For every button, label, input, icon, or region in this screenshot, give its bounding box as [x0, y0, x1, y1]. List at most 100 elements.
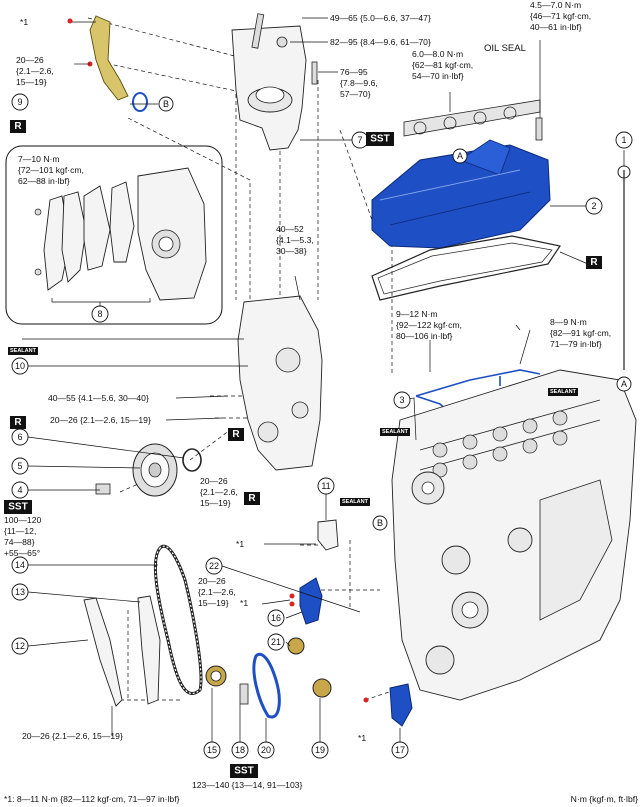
chain-guide-parts — [83, 595, 161, 707]
torque-spec-line: 15—19} — [16, 77, 47, 87]
torque-spec-line: 20—26 {2.1—2.6, 15—19} — [50, 415, 151, 425]
torque-spec-line: 57—70} — [340, 89, 371, 99]
leader-lines — [22, 17, 625, 742]
callout-22: 22 — [205, 557, 223, 575]
torque-spec-line: 54—70 in·lbf} — [412, 71, 464, 81]
engine-mount-part — [231, 13, 318, 151]
svg-text:SST: SST — [234, 766, 253, 777]
svg-text:SST: SST — [8, 502, 27, 513]
svg-text:B: B — [377, 518, 383, 528]
callout-15: 15 — [203, 741, 221, 759]
svg-text:SEALANT: SEALANT — [10, 348, 37, 354]
torque-spec-line: 40—52 — [276, 224, 304, 234]
torque-spec-line: 15—19} — [198, 598, 229, 608]
section-mark-b-lower: B — [372, 515, 388, 531]
torque-spec-line: 40—55 {4.1—5.6, 30—40} — [48, 393, 149, 403]
star-note-label: *1 — [358, 733, 366, 743]
svg-text:7: 7 — [357, 135, 362, 145]
callout-1: 1 — [615, 131, 633, 149]
torque-spec-line: 62—88 in·lbf} — [18, 176, 70, 186]
svg-text:20: 20 — [261, 745, 271, 755]
callout-3: 3 — [393, 391, 411, 409]
oil-seal-label: OIL SEAL — [484, 43, 526, 54]
torque-spec-line: 4.5—7.0 N·m — [530, 0, 581, 10]
svg-text:18: 18 — [235, 745, 245, 755]
star-note-label: *1 — [236, 539, 244, 549]
r-badge: R — [244, 492, 260, 505]
torque-spec-line: {11—12, — [4, 526, 36, 536]
torque-spec-line: 74—88} — [4, 537, 35, 547]
section-mark-a-upper: A — [452, 148, 468, 164]
lower-tensioner-part — [363, 683, 413, 727]
inset-detail-box — [5, 145, 223, 325]
torque-spec-line: {46—71 kgf·cm, — [530, 11, 591, 21]
callout-17: 17 — [391, 741, 409, 759]
cylinder-head-cover-part — [371, 99, 551, 249]
footer: *1: 8—11 N·m {82—112 kgf·cm, 71—97 in·lb… — [4, 794, 638, 804]
callout-20: 20 — [257, 741, 275, 759]
torque-spec-line: 100—120 — [4, 515, 41, 525]
svg-text:17: 17 — [395, 745, 405, 755]
torque-specs: *1 20—26 {2.1—2.6, 15—19} 49—65 {5.0—6.6… — [4, 0, 611, 790]
callout-18: 18 — [231, 741, 249, 759]
svg-text:14: 14 — [15, 560, 25, 570]
torque-spec-line: {62—81 kgf·cm, — [412, 60, 473, 70]
svg-text:19: 19 — [315, 745, 325, 755]
engine-assembly — [391, 369, 637, 701]
callout-16: 16 — [267, 609, 285, 627]
callout-7: 7 — [351, 131, 369, 149]
r-badge: R — [228, 428, 244, 441]
svg-text:15: 15 — [207, 745, 217, 755]
svg-text:6: 6 — [17, 432, 22, 442]
svg-text:9: 9 — [17, 97, 22, 107]
sst-badge: SST — [230, 764, 258, 778]
svg-text:R: R — [248, 493, 256, 504]
callout-19: 19 — [311, 741, 329, 759]
torque-spec-line: {4.1—5.3, — [276, 235, 314, 245]
torque-spec-line: 82—95 {8.4—9.6, 61—70} — [330, 37, 431, 47]
upper-guide-part — [67, 15, 148, 112]
torque-spec-line: 6.0—8.0 N·m — [412, 49, 463, 59]
star-note-label: *1 — [240, 598, 248, 608]
svg-text:10: 10 — [15, 361, 25, 371]
svg-text:R: R — [590, 257, 598, 268]
units-label: N·m {kgf·m, ft·lbf} — [571, 794, 638, 804]
torque-spec-line: {7.8—9.6, — [340, 78, 378, 88]
callout-14: 14 — [11, 556, 29, 574]
svg-text:SEALANT: SEALANT — [382, 429, 409, 435]
svg-text:11: 11 — [321, 481, 330, 491]
callout-8: 8 — [91, 305, 109, 323]
torque-spec-line: {2.1—2.6, — [198, 587, 236, 597]
callout-21: 21 — [267, 633, 285, 651]
torque-spec-line: 7—10 N·m — [18, 154, 60, 164]
torque-spec-line: 20—26 — [198, 576, 226, 586]
torque-spec-line: 8—9 N·m — [550, 317, 587, 327]
sealant-badge: SEALANT — [548, 388, 578, 396]
torque-spec-line: {82—91 kgf·cm, — [550, 328, 611, 338]
section-marks: B A A B — [158, 96, 632, 531]
sealant-badge: SEALANT — [8, 347, 38, 355]
callout-13: 13 — [11, 583, 29, 601]
torque-spec-line: 20—26 — [16, 55, 44, 65]
section-mark-a-lower: A — [616, 376, 632, 392]
r-badge: R — [10, 120, 26, 133]
torque-spec-line: {2.1—2.6, — [200, 487, 238, 497]
torque-spec-line: 71—79 in·lbf} — [550, 339, 602, 349]
svg-text:A: A — [621, 379, 627, 389]
torque-spec-line: {2.1—2.6, — [16, 66, 54, 76]
callout-10: 10 — [11, 357, 29, 375]
sealant-badge: SEALANT — [340, 498, 370, 506]
svg-text:22: 22 — [209, 561, 219, 571]
r-badge: R — [586, 256, 602, 269]
callout-9: 9 — [11, 93, 29, 111]
svg-text:8: 8 — [97, 309, 102, 319]
bracket-part — [317, 519, 339, 551]
svg-text:12: 12 — [15, 641, 25, 651]
callout-12: 12 — [11, 637, 29, 655]
torque-spec-line: 40—61 in·lbf} — [530, 22, 582, 32]
callout-6: 6 — [11, 428, 29, 446]
svg-text:3: 3 — [399, 395, 404, 405]
svg-text:4: 4 — [17, 485, 22, 495]
svg-text:13: 13 — [15, 587, 25, 597]
